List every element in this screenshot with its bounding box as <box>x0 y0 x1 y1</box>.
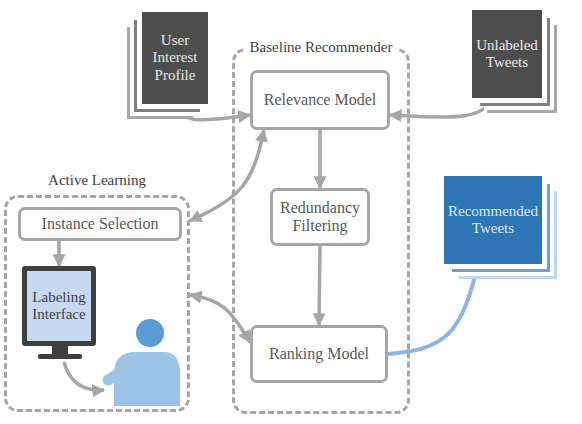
person-head <box>136 319 164 347</box>
person-body <box>114 352 180 406</box>
group-frame: Baseline RecommenderRelevance ModelRedun… <box>232 48 410 414</box>
group-frame: Active LearningInstance SelectionLabelin… <box>4 195 190 412</box>
node-label: Unlabeled Tweets <box>474 37 540 72</box>
document-stack: Recommended Tweets <box>444 176 542 264</box>
connector-arrow <box>190 130 264 221</box>
group-heading: Active Learning <box>44 172 150 189</box>
connector-arrow <box>57 241 61 266</box>
monitor-to-user-arrow <box>64 362 104 390</box>
connector-arrow <box>190 295 250 343</box>
connector-arrow <box>318 130 322 188</box>
node-label: Ranking Model <box>269 345 369 363</box>
connector-arrow <box>319 246 320 325</box>
connector-arrow <box>390 98 493 117</box>
node-label: Instance Selection <box>42 215 159 233</box>
group-heading: Baseline Recommender <box>246 39 397 56</box>
document-stack: Unlabeled Tweets <box>472 10 542 98</box>
connector-arrow <box>388 264 478 354</box>
node-label: Labeling Interface <box>29 289 89 324</box>
process-box: Instance Selection <box>18 207 182 241</box>
process-box: Ranking Model <box>250 325 388 383</box>
person-arm <box>108 364 134 380</box>
node-label: Recommended Tweets <box>446 203 540 238</box>
monitor-base <box>38 354 82 359</box>
node-label: User Interest Profile <box>144 32 206 84</box>
connector-arrow <box>182 104 250 120</box>
node-label: Relevance Model <box>264 91 376 109</box>
document-stack: User Interest Profile <box>142 12 208 104</box>
process-box: Relevance Model <box>250 70 390 130</box>
monitor-screen: Labeling Interface <box>22 266 96 346</box>
process-box: Redundancy Filtering <box>270 188 370 246</box>
node-label: Redundancy Filtering <box>277 199 363 236</box>
